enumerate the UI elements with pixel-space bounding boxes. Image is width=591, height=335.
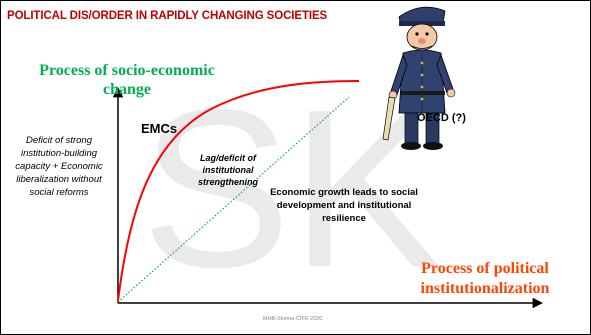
diagonal-dotted-line — [117, 96, 350, 303]
endpoint-label: OECD (?) — [417, 112, 466, 124]
side-note: Deficit of strong institution-building c… — [15, 135, 103, 198]
footer-text: MHB-Skema-CIFE 2020 — [263, 316, 323, 322]
y-axis-heading: Process of socio-economic change — [39, 62, 215, 98]
emc-curve — [117, 80, 360, 302]
policeman-cartoon-icon — [382, 6, 456, 150]
curve-label: EMCs — [141, 121, 178, 136]
x-axis-heading: Process of political institutionalizatio… — [420, 260, 550, 297]
growth-label: Economic growth leads to social developm… — [270, 187, 418, 224]
slide-title: POLITICAL DIS/ORDER IN RAPIDLY CHANGING … — [7, 10, 328, 22]
lag-label: Lag/deficit of institutional strengtheni… — [198, 153, 258, 187]
